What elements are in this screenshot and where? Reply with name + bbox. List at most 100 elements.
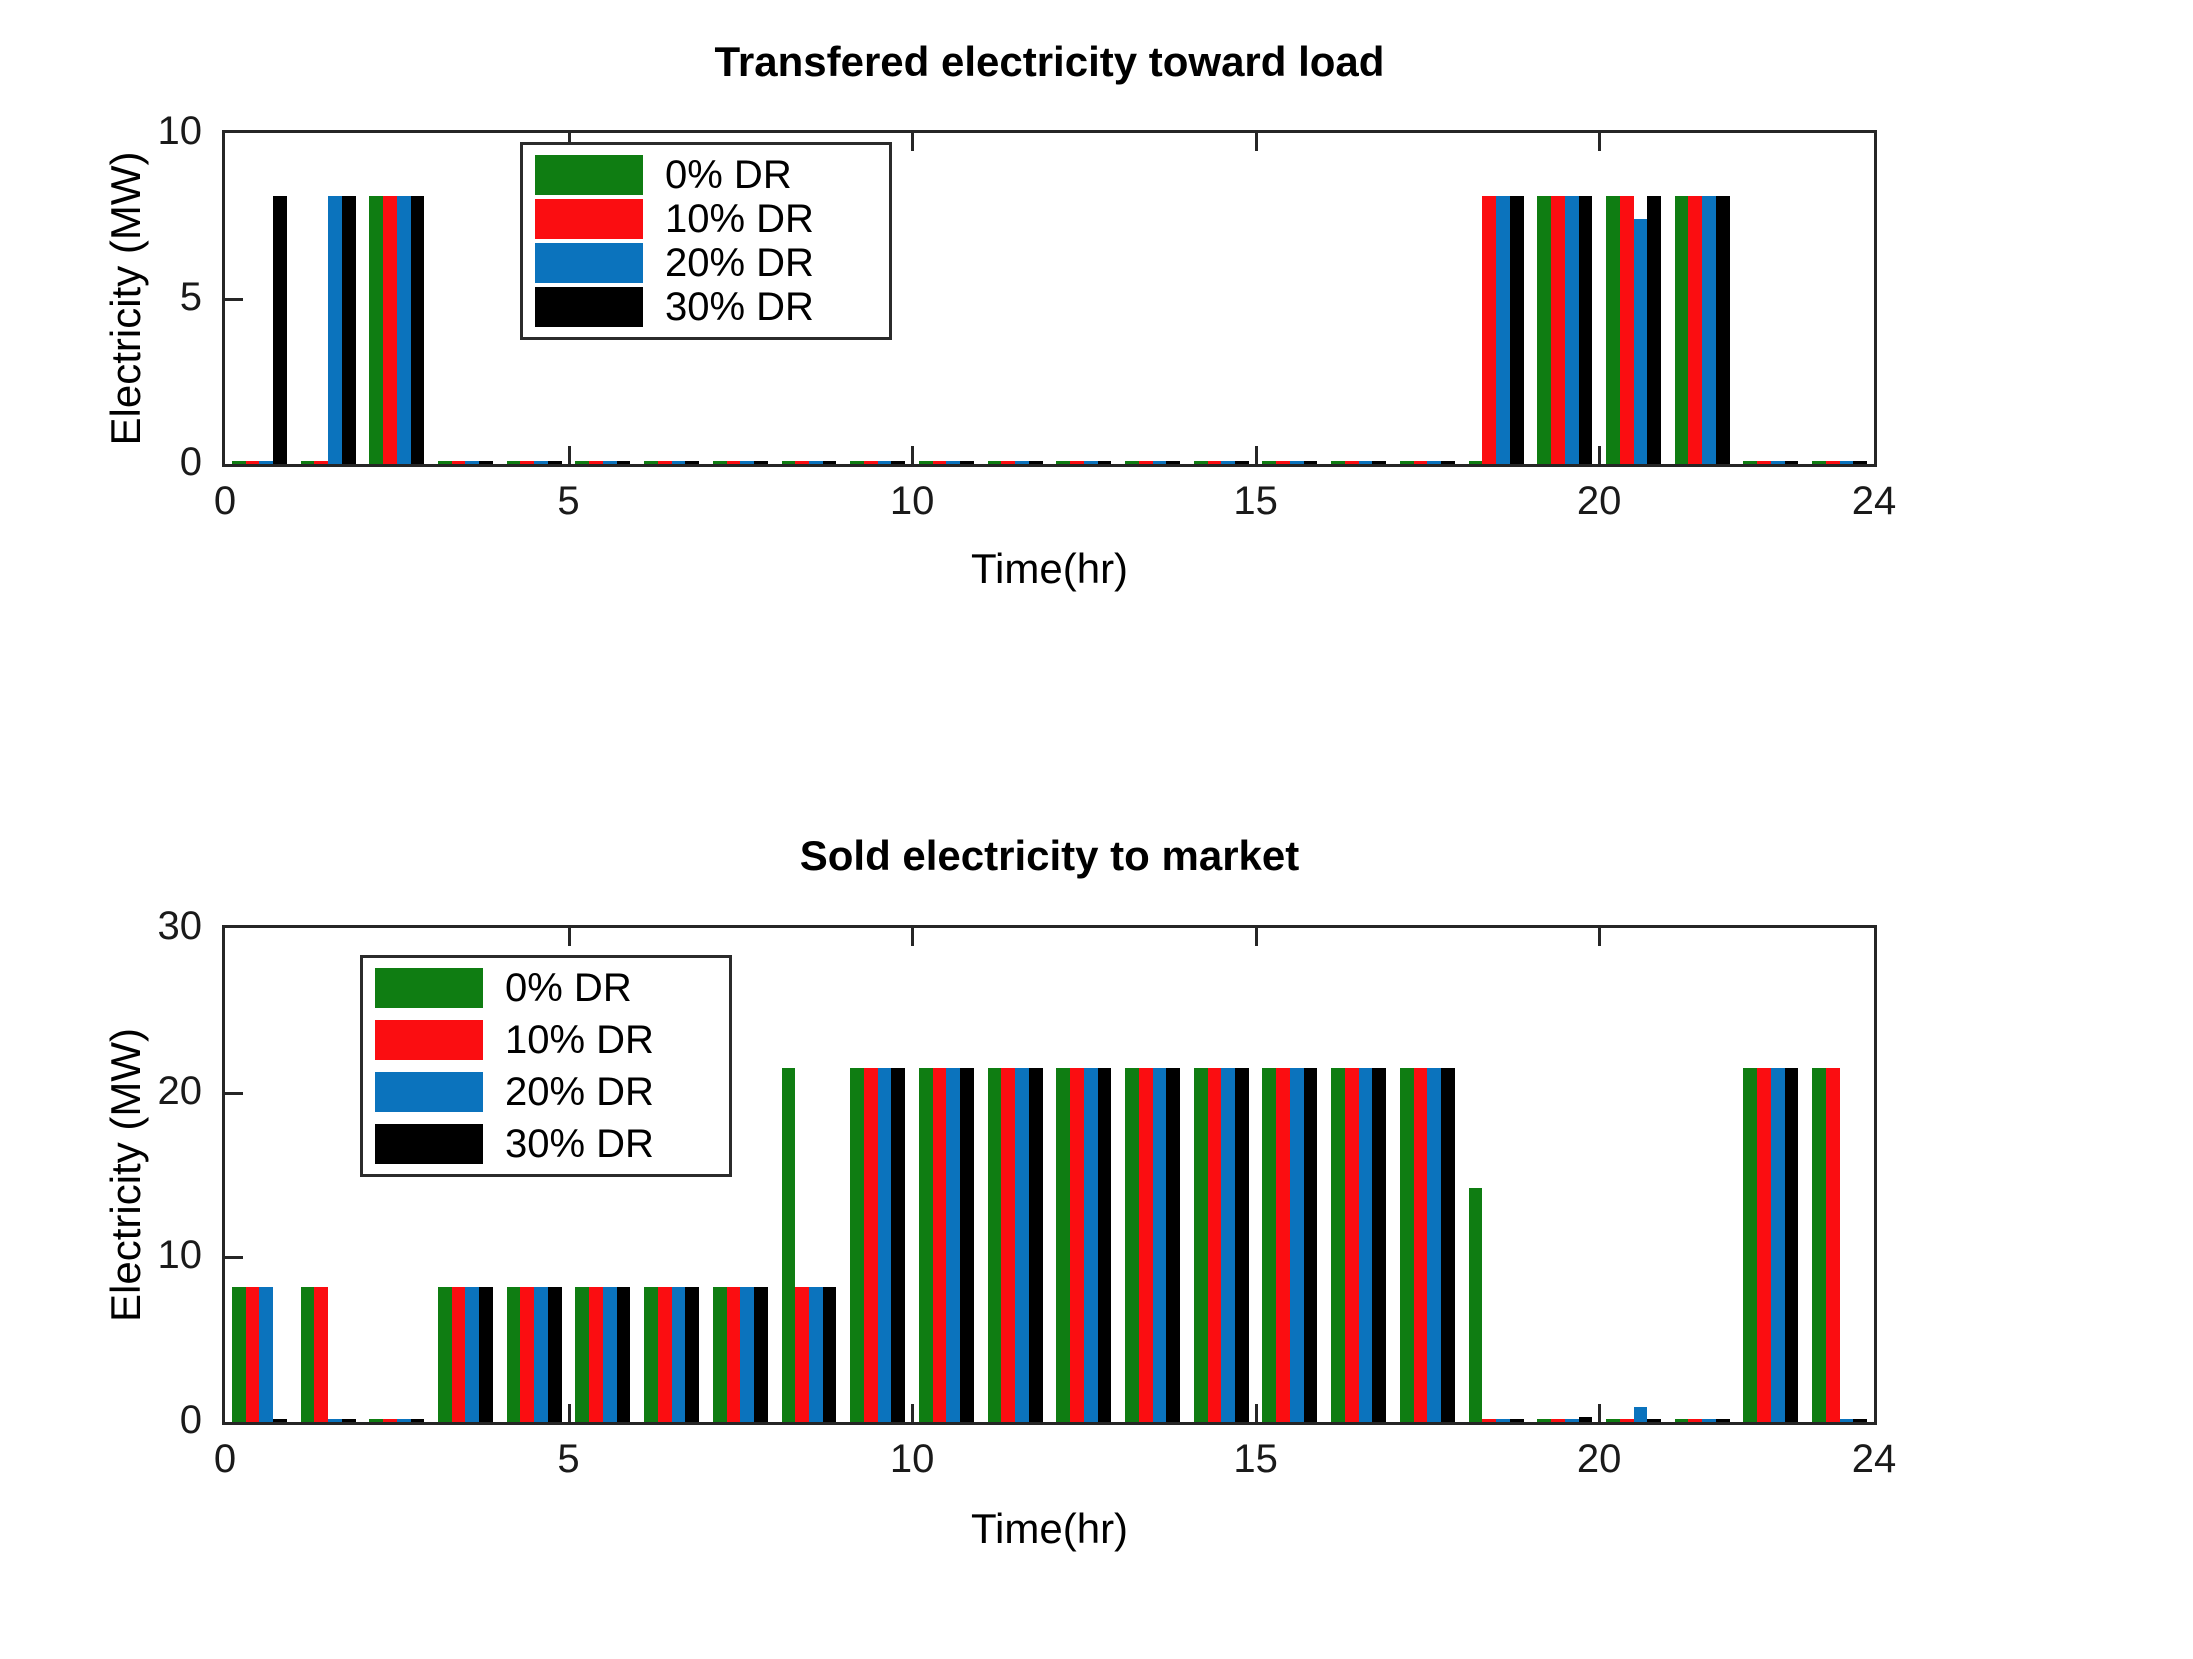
bar [410, 195, 425, 464]
bar [437, 461, 452, 464]
y-axis-label-transfered-electricity-toward-load: Electricity (MW) [102, 151, 149, 446]
bar [1097, 1067, 1112, 1422]
x-tick-mark-top [567, 928, 571, 946]
bar [1056, 1067, 1071, 1422]
legend-swatch-icon [535, 155, 643, 195]
x-tick-mark [1598, 1404, 1602, 1422]
bar [1056, 461, 1071, 464]
legend-swatch-icon [535, 243, 643, 283]
bar [1344, 461, 1359, 464]
bar [1001, 1067, 1016, 1422]
legend-sold-electricity-to-market[interactable]: 0% DR 10% DR 20% DR 30% DR [360, 955, 732, 1177]
bar [809, 461, 823, 464]
bar [410, 1419, 425, 1422]
bar [918, 1067, 933, 1422]
legend-item-0-dr[interactable]: 0% DR [375, 968, 715, 1008]
bar [1715, 195, 1730, 464]
bar [1276, 461, 1290, 464]
bar [259, 461, 274, 464]
bar [369, 1419, 384, 1422]
bar [1015, 461, 1029, 464]
bar [1812, 1067, 1826, 1422]
bar [341, 195, 356, 464]
bar [1358, 1067, 1373, 1422]
x-tick-label: 5 [557, 479, 580, 523]
legend-item-20-dr[interactable]: 20% DR [375, 1072, 715, 1112]
bar [712, 461, 727, 464]
legend-item-30-dr[interactable]: 30% DR [535, 287, 875, 327]
bar [1537, 1419, 1552, 1422]
bar [1784, 1067, 1799, 1422]
bar [1674, 195, 1689, 464]
legend-swatch-icon [375, 1124, 483, 1164]
y-tick-label: 10 [157, 1233, 203, 1278]
bar [575, 1286, 590, 1422]
bar [1509, 195, 1524, 464]
x-tick-mark [911, 446, 915, 464]
bar [1331, 1067, 1345, 1422]
x-tick-mark [1254, 1404, 1258, 1422]
bar [1221, 1067, 1235, 1422]
bar [1825, 461, 1840, 464]
bar [1399, 1067, 1414, 1422]
y-tick-label: 10 [157, 109, 203, 153]
bar [1262, 461, 1277, 464]
bar [520, 1286, 535, 1422]
bar [754, 461, 768, 464]
legend-swatch-icon [375, 968, 483, 1008]
bar [300, 461, 315, 464]
x-tick-mark [567, 1404, 571, 1422]
bar [1289, 1067, 1304, 1422]
bar [740, 1286, 755, 1422]
bar [1537, 195, 1552, 464]
bar [1083, 461, 1098, 464]
legend-item-20-dr[interactable]: 20% DR [535, 243, 875, 283]
chart-title-transfered-electricity-toward-load: Transfered electricity toward load [714, 38, 1385, 85]
x-tick-mark [1254, 446, 1258, 464]
y-axis-label-sold-electricity-to-market: Electricity (MW) [102, 1028, 149, 1322]
x-tick-mark-top [911, 133, 915, 151]
bar [1193, 461, 1208, 464]
bar [644, 1286, 658, 1422]
bar [1825, 1067, 1840, 1422]
bar [932, 1067, 947, 1422]
legend-item-0-dr[interactable]: 0% DR [535, 155, 875, 195]
bar [932, 461, 947, 464]
x-axis-label-transfered-electricity-toward-load: Time(hr) [970, 545, 1129, 592]
bar [1839, 461, 1854, 464]
bar [1028, 461, 1043, 464]
bar [1468, 461, 1483, 464]
plot-area-sold-electricity-to-market [222, 925, 1877, 1425]
bar [644, 461, 658, 464]
bar [465, 461, 480, 464]
bar [245, 1286, 260, 1422]
bar [1262, 1067, 1277, 1422]
bar [1633, 1407, 1648, 1422]
bar [1097, 461, 1112, 464]
legend-item-10-dr[interactable]: 10% DR [535, 199, 875, 239]
bar [1509, 1419, 1524, 1422]
bar [1427, 1067, 1442, 1422]
x-tick-label: 15 [1233, 479, 1278, 523]
bar [1303, 1067, 1318, 1422]
legend-item-10-dr[interactable]: 10% DR [375, 1020, 715, 1060]
bar [1207, 1067, 1222, 1422]
legend-item-30-dr[interactable]: 30% DR [375, 1124, 715, 1164]
bar [946, 1067, 961, 1422]
bar [451, 461, 466, 464]
bar [1482, 195, 1497, 464]
bar [1152, 1067, 1167, 1422]
bar [314, 461, 329, 464]
bar [396, 1418, 411, 1422]
bar [1578, 1417, 1593, 1422]
x-tick-mark [911, 1404, 915, 1422]
bar [657, 1286, 672, 1422]
bar [451, 1286, 466, 1422]
bar [850, 1067, 864, 1422]
bar [589, 461, 603, 464]
bar [1372, 1067, 1387, 1422]
bar [1770, 461, 1785, 464]
bar [1688, 1419, 1703, 1422]
bar [547, 461, 562, 464]
